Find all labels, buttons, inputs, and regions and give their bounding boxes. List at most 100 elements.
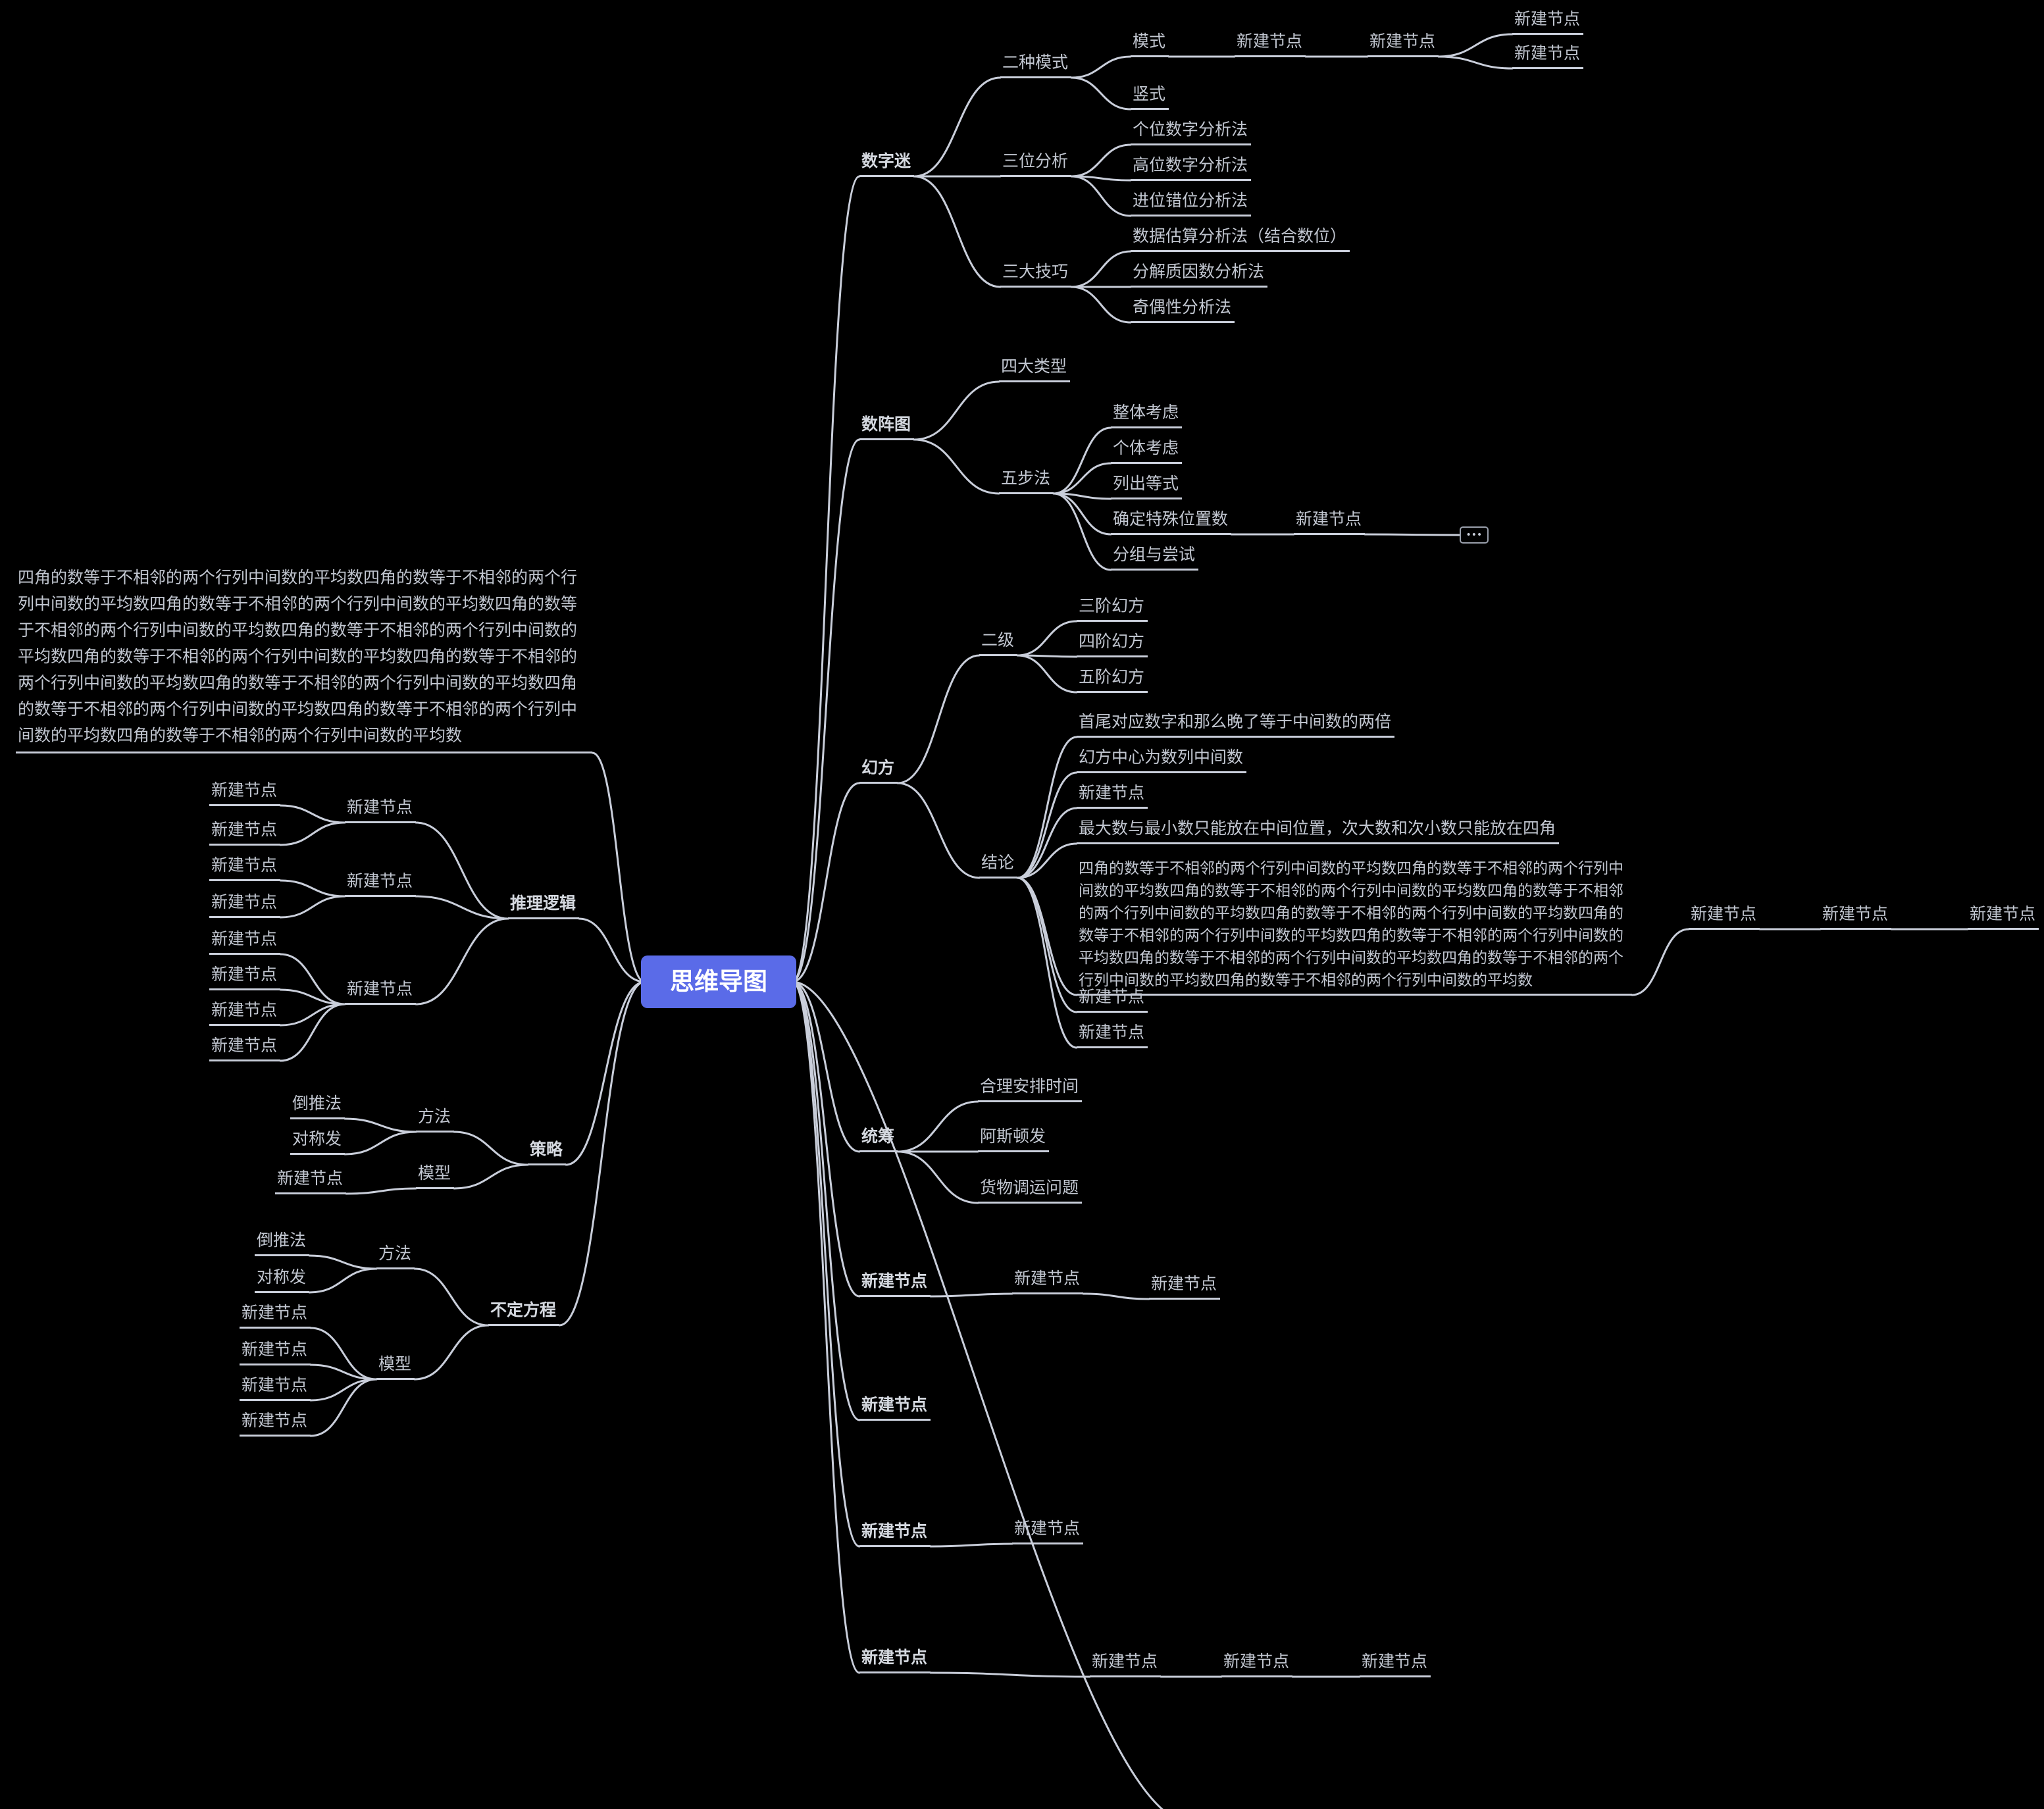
node-sanjie[interactable]: 三阶幻方: [1077, 596, 1148, 622]
node-shuzimi[interactable]: 数字迷: [859, 151, 915, 177]
node-huanfang[interactable]: 幻方: [859, 758, 898, 784]
node-L1a[interactable]: 新建节点: [209, 780, 280, 806]
node-a2[interactable]: 新建节点: [1367, 32, 1439, 57]
node-sida[interactable]: 四大类型: [999, 357, 1071, 382]
node-g4[interactable]: 新建节点: [1360, 1652, 1431, 1677]
edge-L2-L2b: [279, 895, 346, 919]
node-gaowei[interactable]: 高位数字分析法: [1131, 155, 1252, 181]
node-L2a[interactable]: 新建节点: [209, 855, 280, 881]
node-tongchou[interactable]: 统筹: [859, 1127, 898, 1152]
collapsed-children-indicator[interactable]: •••: [1460, 526, 1489, 544]
node-geti[interactable]: 个体考虑: [1111, 438, 1183, 464]
node-jinwei[interactable]: 进位错位分析法: [1131, 191, 1252, 217]
node-t2d[interactable]: 新建节点: [239, 1411, 311, 1437]
node-fenzu[interactable]: 分组与尝试: [1111, 545, 1199, 571]
node-buding[interactable]: 不定方程: [488, 1300, 559, 1326]
edge-longright-c2: [1631, 928, 1690, 996]
node-huowu[interactable]: 货物调运问题: [978, 1178, 1083, 1204]
node-c1[interactable]: 新建节点: [1077, 783, 1148, 809]
node-jielun[interactable]: 结论: [979, 853, 1018, 879]
node-sanda[interactable]: 三大技巧: [1000, 262, 1072, 288]
node-hzhongxin[interactable]: 幻方中心为数列中间数: [1077, 748, 1247, 773]
node-a1[interactable]: 新建节点: [1235, 32, 1306, 57]
node-heli[interactable]: 合理安排时间: [978, 1077, 1083, 1102]
node-wujie[interactable]: 五阶幻方: [1077, 667, 1148, 693]
edge-s2-s2a: [345, 1187, 417, 1195]
node-b1[interactable]: 新建节点: [1294, 509, 1366, 535]
node-celve[interactable]: 策略: [527, 1140, 566, 1165]
node-f1[interactable]: 新建节点: [859, 1521, 931, 1547]
node-g2[interactable]: 新建节点: [1090, 1652, 1162, 1677]
node-c4[interactable]: 新建节点: [1968, 904, 2039, 930]
node-g3[interactable]: 新建节点: [1221, 1652, 1293, 1677]
node-L1[interactable]: 新建节点: [344, 798, 416, 823]
node-L3d[interactable]: 新建节点: [209, 1036, 280, 1061]
edge-tuili-L1: [415, 821, 509, 920]
node-d2[interactable]: 新建节点: [1012, 1269, 1084, 1294]
node-a3[interactable]: 新建节点: [1512, 9, 1584, 35]
node-longright[interactable]: 四角的数等于不相邻的两个行列中间数的平均数四角的数等于不相邻的两个行列中间数的平…: [1077, 857, 1632, 996]
edge-L2-L2a: [279, 879, 346, 898]
node-t2b[interactable]: 新建节点: [239, 1340, 311, 1365]
node-s1[interactable]: 方法: [415, 1107, 454, 1133]
node-s1a[interactable]: 倒推法: [290, 1094, 345, 1119]
node-f2[interactable]: 新建节点: [1012, 1519, 1084, 1544]
node-longleft[interactable]: 四角的数等于不相邻的两个行列中间数的平均数四角的数等于不相邻的两个行列中间数的平…: [16, 565, 592, 753]
node-t1a[interactable]: 倒推法: [254, 1231, 309, 1256]
node-zhengti[interactable]: 整体考虑: [1111, 403, 1183, 428]
node-erji[interactable]: 二级: [979, 630, 1018, 656]
node-c2[interactable]: 新建节点: [1689, 904, 1760, 930]
node-ermoshi[interactable]: 二种模式: [1000, 53, 1072, 78]
node-t2c[interactable]: 新建节点: [239, 1375, 311, 1401]
node-s1b[interactable]: 对称发: [290, 1129, 345, 1155]
node-d1[interactable]: 新建节点: [859, 1271, 931, 1297]
node-L2[interactable]: 新建节点: [344, 871, 416, 897]
node-c5[interactable]: 新建节点: [1077, 987, 1148, 1013]
node-t1[interactable]: 方法: [376, 1244, 415, 1269]
node-wubufa[interactable]: 五步法: [999, 469, 1054, 494]
node-c3[interactable]: 新建节点: [1820, 904, 1892, 930]
node-g1[interactable]: 新建节点: [859, 1648, 931, 1673]
node-sanwei[interactable]: 三位分析: [1000, 151, 1072, 177]
edge-ermoshi-moshi: [1070, 55, 1132, 79]
node-t2[interactable]: 模型: [376, 1354, 415, 1380]
node-t2a[interactable]: 新建节点: [239, 1303, 311, 1329]
node-tuili[interactable]: 推理逻辑: [507, 894, 579, 919]
node-L2b[interactable]: 新建节点: [209, 892, 280, 918]
edge-jielun-c1: [1016, 807, 1078, 879]
node-a4[interactable]: 新建节点: [1512, 43, 1584, 69]
node-zuida[interactable]: 最大数与最小数只能放在中间位置，次大数和次小数只能放在四角: [1077, 819, 1560, 844]
node-s2[interactable]: 模型: [415, 1163, 454, 1189]
center-root-node[interactable]: 思维导图: [641, 955, 796, 1008]
node-sijie[interactable]: 四阶幻方: [1077, 632, 1148, 657]
edge-jielun-c6: [1016, 877, 1078, 1049]
node-d3[interactable]: 新建节点: [1149, 1274, 1221, 1300]
node-gewei[interactable]: 个位数字分析法: [1131, 120, 1252, 145]
edge-t2-t2d: [309, 1378, 378, 1437]
node-e1[interactable]: 新建节点: [859, 1395, 931, 1421]
edge-center-longleft: [591, 752, 646, 983]
node-queding[interactable]: 确定特殊位置数: [1111, 509, 1232, 535]
node-shushi[interactable]: 竖式: [1131, 84, 1169, 110]
node-L3b[interactable]: 新建节点: [209, 965, 280, 990]
edge-center-buding: [558, 981, 646, 1327]
node-gusuan[interactable]: 数据估算分析法（结合数位）: [1131, 226, 1350, 252]
node-qiou[interactable]: 奇偶性分析法: [1131, 297, 1235, 323]
node-L3[interactable]: 新建节点: [344, 979, 416, 1005]
node-moshi[interactable]: 模式: [1131, 32, 1169, 57]
node-L1b[interactable]: 新建节点: [209, 820, 280, 846]
node-c6[interactable]: 新建节点: [1077, 1023, 1148, 1048]
edge-t1-t1a: [308, 1254, 378, 1270]
node-L3c[interactable]: 新建节点: [209, 1000, 280, 1026]
edge-sanda-gusuan: [1070, 250, 1132, 288]
edge-b1-dots1: [1364, 533, 1461, 536]
node-fenjie[interactable]: 分解质因数分析法: [1131, 262, 1268, 288]
node-shuzhentu[interactable]: 数阵图: [859, 415, 915, 440]
node-t1b[interactable]: 对称发: [254, 1267, 309, 1293]
node-L3a[interactable]: 新建节点: [209, 929, 280, 955]
node-s2a[interactable]: 新建节点: [274, 1169, 346, 1194]
node-liechu[interactable]: 列出等式: [1111, 474, 1183, 499]
node-asdf[interactable]: 阿斯顿发: [978, 1127, 1050, 1152]
node-shouwei[interactable]: 首尾对应数字和那么晚了等于中间数的两倍: [1077, 712, 1395, 738]
